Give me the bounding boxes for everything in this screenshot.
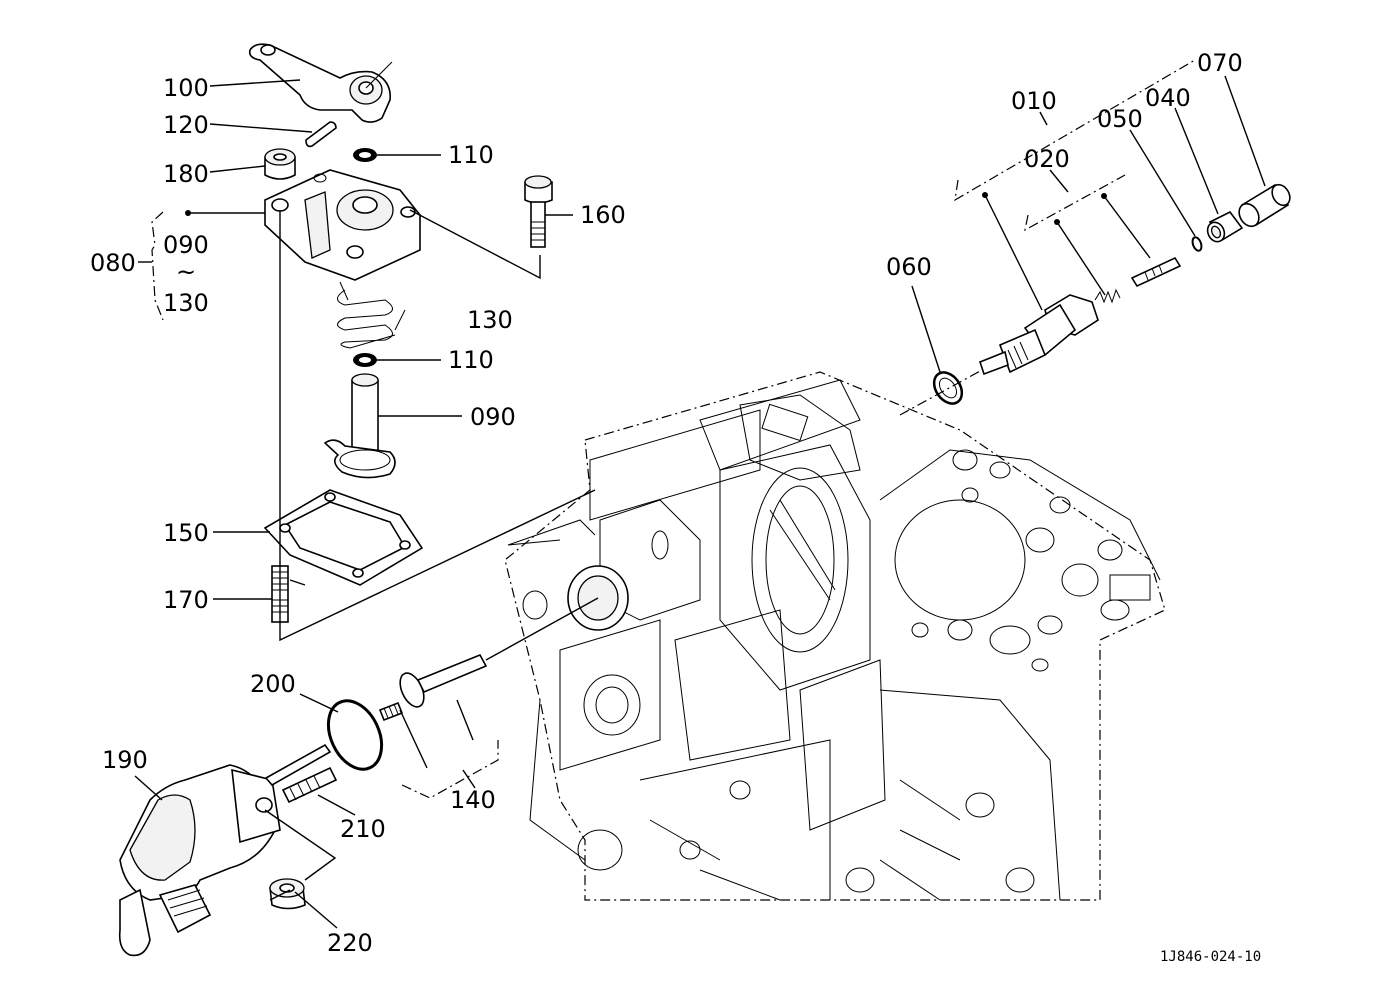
label-leader-lines [134,75,1266,929]
washer-110-top [353,148,377,162]
label-070: 070 [1197,49,1243,77]
label-190: 190 [102,746,148,774]
label-130: 130 [467,306,513,334]
label-040: 040 [1145,84,1191,112]
spring-020 [1094,288,1121,304]
label-170: 170 [163,586,209,614]
cap-070 [1238,183,1291,228]
label-150: 150 [163,519,209,547]
engine-block [504,371,1166,901]
bracket-010 [954,59,1196,202]
label-100: 100 [163,74,209,102]
pin-120 [305,121,337,148]
shaft-090 [323,373,396,479]
drawing-code: 1J846-024-10 [1160,949,1261,965]
nut-220 [269,878,306,910]
label-110-bottom: 110 [448,346,494,374]
label-140: 140 [450,786,496,814]
bolt-160 [524,175,553,248]
label-210: 210 [340,815,386,843]
oring-200 [326,699,384,771]
label-010: 010 [1011,87,1057,115]
label-080: 080 [90,249,136,277]
label-020: 020 [1024,145,1070,173]
lever-100 [248,43,393,123]
right-assembly-leaders [899,192,1151,416]
solenoid-190 [118,743,332,957]
part-labels: 100 120 180 080 090 ~ 130 110 160 130 11… [90,49,1261,965]
stud-210 [281,766,338,804]
label-050: 050 [1097,105,1143,133]
plunger-140 [378,653,488,722]
bush-040 [1206,210,1244,243]
gasket-150 [263,489,424,586]
spring-130 [337,281,406,349]
ring-050 [1191,236,1203,252]
label-130-range-end: 130 [163,289,209,317]
washer-110-bottom [353,353,377,367]
label-090: 090 [470,403,516,431]
label-160: 160 [580,201,626,229]
pin-050-part [1130,256,1182,288]
label-110-top: 110 [448,141,494,169]
label-range-tilde: ~ [176,258,196,286]
label-180: 180 [163,160,209,188]
lower-leaders [264,597,599,901]
label-220: 220 [327,929,373,957]
stop-solenoid-body [979,294,1099,376]
label-090-range-start: 090 [163,231,209,259]
bracket-020 [1024,174,1126,232]
governor-cover [264,169,421,281]
label-200: 200 [250,670,296,698]
label-120: 120 [163,111,209,139]
left-assembly-leaders [279,209,596,642]
label-060: 060 [886,253,932,281]
plug-180 [264,148,296,180]
